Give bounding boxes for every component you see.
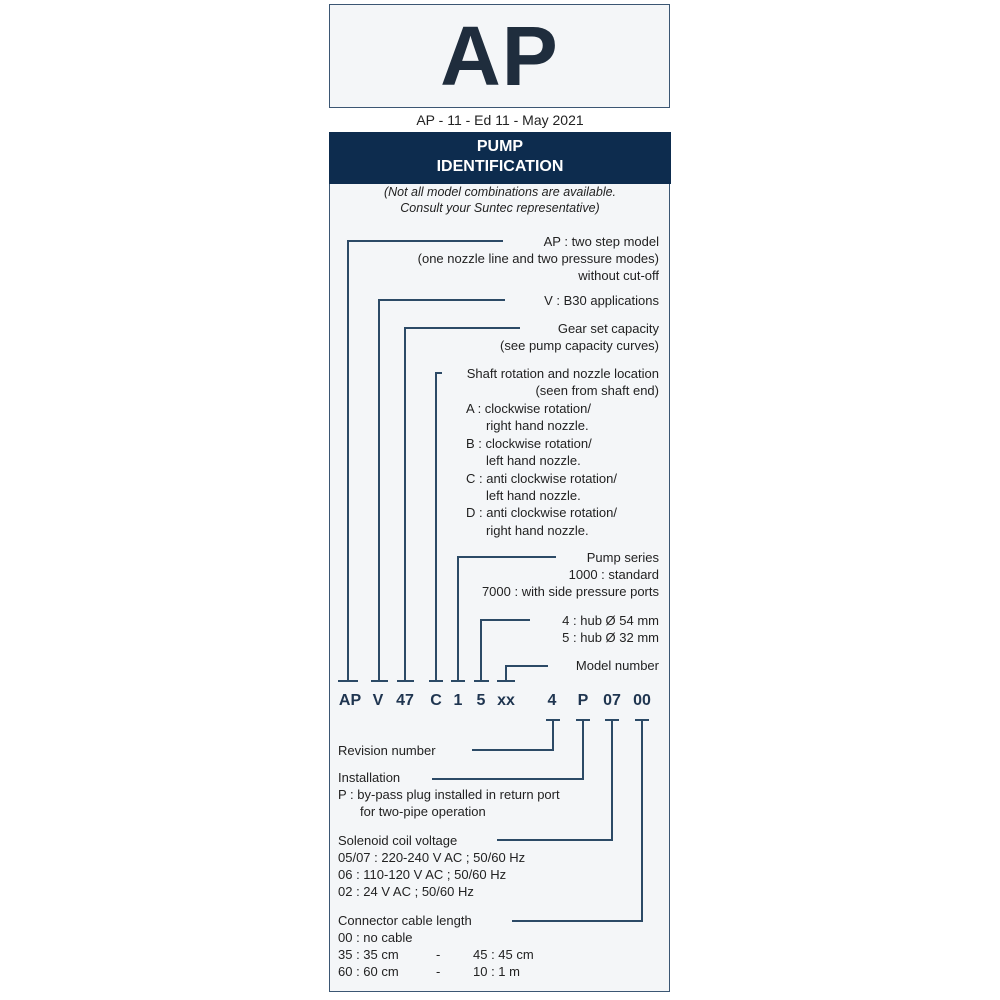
series-line: 1000 : standard — [568, 567, 659, 582]
cable-row: 35 : 35 cm - 45 : 45 cm — [338, 946, 534, 963]
shaft-option: left hand nozzle. — [486, 488, 581, 504]
shaft-description: Shaft rotation and nozzle location (seen… — [467, 365, 659, 399]
cable-option: 60 : 60 cm — [338, 964, 399, 979]
shaft-option: right hand nozzle. — [486, 418, 589, 434]
gear-line: Gear set capacity — [557, 321, 659, 336]
solenoid-line: Solenoid coil voltage — [338, 833, 458, 848]
shaft-options: A : clockwise rotation/ right hand nozzl… — [466, 400, 617, 539]
availability-note: (Not all model combinations are availabl… — [329, 184, 671, 216]
header-line2: IDENTIFICATION — [436, 158, 564, 175]
shaft-option: right hand nozzle. — [486, 522, 589, 538]
title-box: AP — [329, 4, 670, 108]
shaft-option: A : clockwise rotation/ — [466, 401, 591, 416]
cable-line: Connector cable length — [338, 913, 472, 928]
code-v: V — [372, 692, 384, 709]
shaft-line: (seen from shaft end) — [535, 383, 659, 398]
solenoid-line: 02 : 24 V AC ; 50/60 Hz — [338, 884, 474, 899]
series-description: Pump series 1000 : standard 7000 : with … — [482, 549, 659, 600]
shaft-option: left hand nozzle. — [486, 453, 581, 469]
edition-label: AP - 11 - Ed 11 - May 2021 — [416, 112, 584, 128]
header-line1: PUMP — [476, 138, 524, 155]
cable-separator: - — [436, 947, 441, 962]
code-installation: P — [577, 692, 589, 709]
installation-description: Installation P : by-pass plug installed … — [338, 769, 560, 820]
code-ap: AP — [338, 692, 362, 709]
model-description: Model number — [575, 658, 659, 673]
code-model: xx — [497, 692, 515, 709]
cable-row: 60 : 60 cm - 10 : 1 m — [338, 963, 520, 980]
ap-description: AP : two step model (one nozzle line and… — [418, 233, 659, 284]
installation-line: for two-pipe operation — [360, 804, 486, 819]
note-line1: (Not all model combinations are availabl… — [383, 185, 617, 199]
hub-line: 4 : hub Ø 54 mm — [562, 613, 659, 628]
ap-line: (one nozzle line and two pressure modes) — [417, 251, 659, 266]
v-description: V : B30 applications — [544, 293, 659, 308]
solenoid-line: 06 : 110-120 V AC ; 50/60 Hz — [338, 867, 507, 882]
hub-description: 4 : hub Ø 54 mm 5 : hub Ø 32 mm — [562, 612, 659, 646]
solenoid-line: 05/07 : 220-240 V AC ; 50/60 Hz — [338, 850, 526, 865]
hub-line: 5 : hub Ø 32 mm — [562, 630, 659, 645]
solenoid-description: Solenoid coil voltage 05/07 : 220-240 V … — [338, 832, 525, 900]
installation-line: P : by-pass plug installed in return por… — [338, 787, 560, 802]
code-series: 1 — [453, 692, 463, 709]
shaft-option: B : clockwise rotation/ — [466, 435, 592, 451]
note-line2: Consult your Suntec representative) — [400, 201, 600, 215]
series-line: 7000 : with side pressure ports — [481, 584, 659, 599]
gear-description: Gear set capacity (see pump capacity cur… — [500, 320, 659, 354]
product-title: AP — [440, 8, 559, 103]
cable-option: 35 : 35 cm — [338, 947, 399, 962]
ap-line: AP : two step model — [543, 234, 659, 249]
shaft-line: Shaft rotation and nozzle location — [466, 366, 659, 381]
cable-separator: - — [436, 964, 441, 979]
code-capacity: 47 — [396, 692, 414, 709]
installation-line: Installation — [338, 770, 401, 785]
cable-description: Connector cable length 00 : no cable 35 … — [338, 912, 534, 980]
code-cable: 00 — [633, 692, 651, 709]
cable-option: 45 : 45 cm — [473, 947, 534, 962]
code-hub: 5 — [476, 692, 486, 709]
gear-line: (see pump capacity curves) — [500, 338, 659, 353]
ap-line: without cut-off — [578, 268, 659, 283]
code-revision: 4 — [547, 692, 557, 709]
section-header: PUMP IDENTIFICATION — [329, 132, 671, 184]
cable-option: 10 : 1 m — [473, 964, 520, 979]
series-line: Pump series — [586, 550, 659, 565]
code-voltage: 07 — [603, 692, 621, 709]
code-rotation: C — [430, 692, 442, 709]
revision-label: Revision number — [338, 743, 436, 758]
shaft-option: D : anti clockwise rotation/ — [466, 505, 618, 521]
cable-line: 00 : no cable — [338, 930, 413, 945]
shaft-option: C : anti clockwise rotation/ — [466, 470, 618, 486]
identification-panel — [329, 132, 670, 992]
